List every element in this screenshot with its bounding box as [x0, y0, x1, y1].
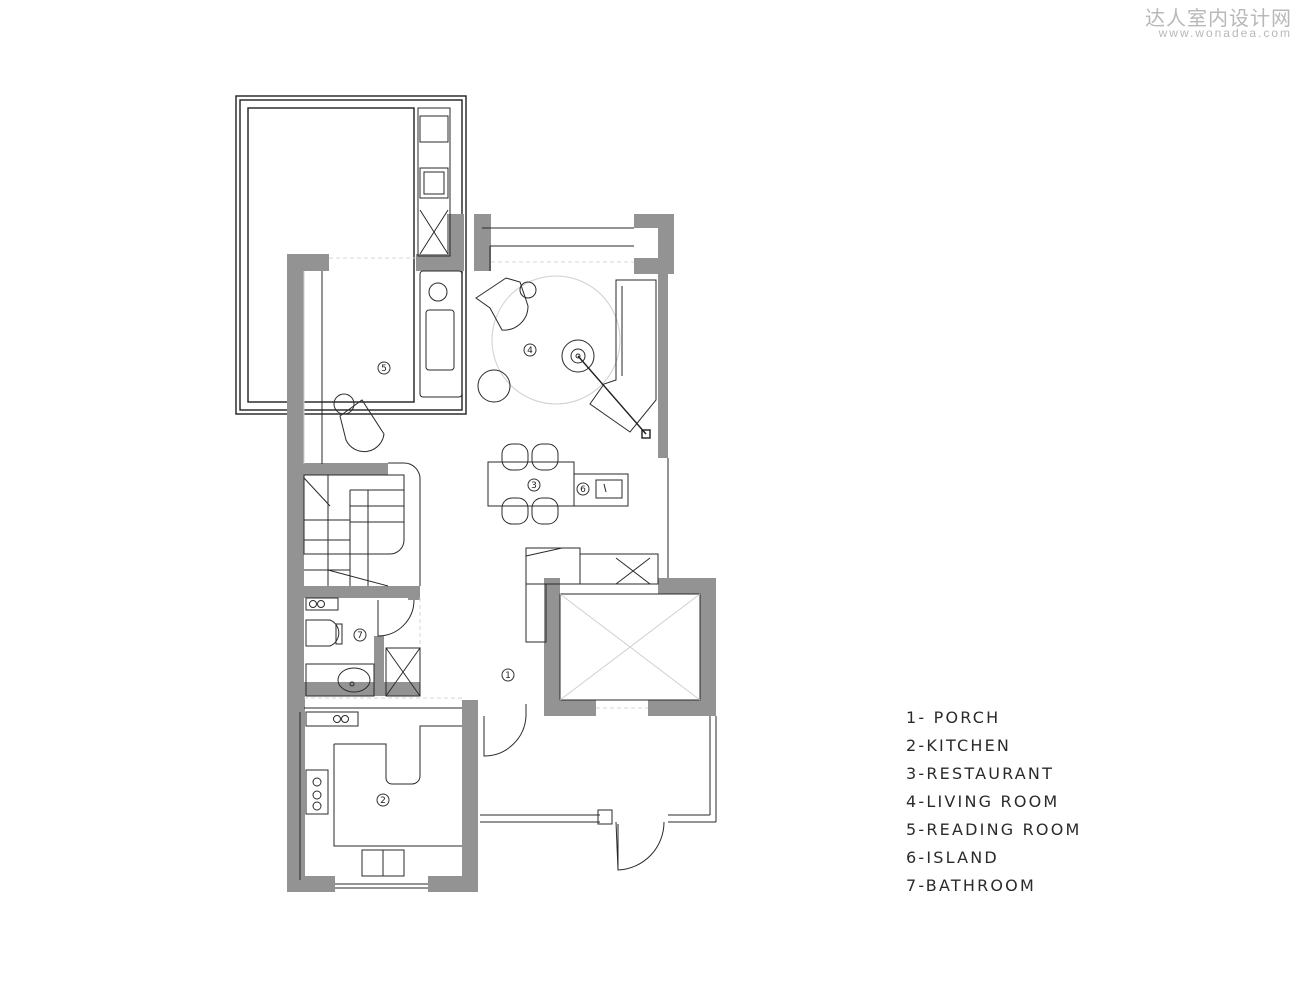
room-tag-7-label: 7: [357, 631, 363, 641]
room-tag-4: 4: [523, 343, 537, 357]
wall-outlines: [299, 227, 717, 889]
room-tag-4-label: 4: [527, 346, 533, 356]
legend-item-living-room: 4-LIVING ROOM: [906, 792, 1060, 811]
room-tag-7: 7: [353, 628, 367, 642]
room-tag-5: 5: [377, 361, 391, 375]
reading-room-furniture: [333, 270, 463, 453]
room-tag-2: 2: [376, 793, 390, 807]
room-tag-1: 1: [501, 668, 515, 682]
staircase: [303, 462, 421, 587]
room-tag-6: 6: [576, 482, 590, 496]
room-tag-2-label: 2: [380, 796, 386, 806]
legend-item-bathroom: 7-BATHROOM: [906, 876, 1036, 895]
legend-item-kitchen: 2-KITCHEN: [906, 736, 1012, 755]
legend-item-reading-room: 5-READING ROOM: [906, 820, 1082, 839]
legend-item-restaurant: 3-RESTAURANT: [906, 764, 1055, 783]
room-tag-3-label: 3: [531, 481, 537, 491]
interior-walls: [304, 463, 420, 696]
kitchen-furniture: [305, 711, 462, 877]
room-legend: 1- PORCH 2-KITCHEN 3-RESTAURANT 4-LIVING…: [906, 704, 1082, 900]
legend-item-island: 6-ISLAND: [906, 848, 999, 867]
doors: [377, 599, 665, 871]
bathroom-fixtures: [305, 597, 421, 697]
watermark-site-name: 达人室内设计网: [1145, 6, 1292, 30]
room-tag-6-label: 6: [580, 485, 586, 495]
light-well: [559, 593, 701, 701]
dining-and-island: [487, 443, 659, 643]
room-tag-3: 3: [527, 478, 541, 492]
exterior-walls: [287, 214, 716, 892]
living-room-furniture: [475, 275, 657, 439]
legend-item-porch: 1- PORCH: [906, 708, 1001, 727]
terrace-cabinets: [417, 107, 451, 257]
room-tag-1-label: 1: [505, 671, 511, 681]
watermark-url: www.wonadea.com: [1158, 26, 1292, 40]
room-tag-5-label: 5: [381, 364, 387, 374]
